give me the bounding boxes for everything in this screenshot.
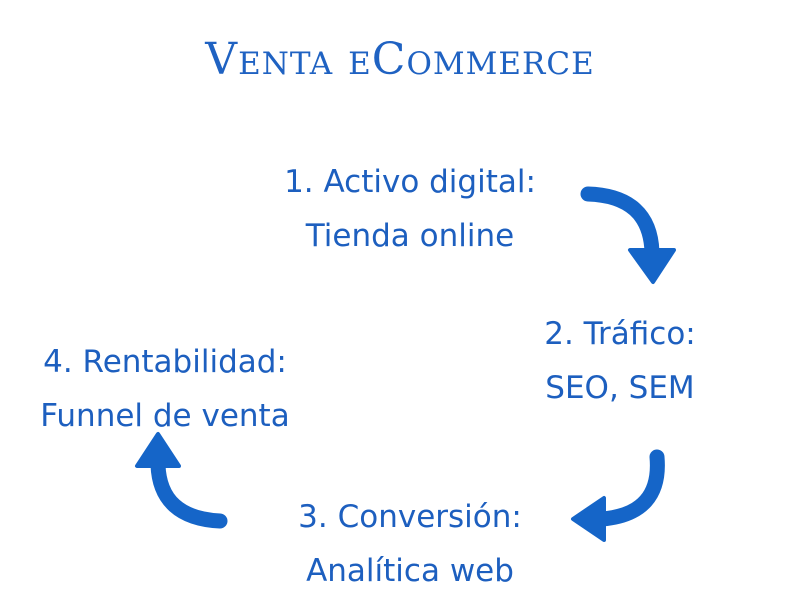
- curved-arrow-icon: [135, 432, 228, 529]
- curved-arrow-icon: [580, 186, 676, 284]
- step-3-conversion: 3. Conversión: Analítica web: [240, 490, 580, 598]
- step-4-detail: Funnel de venta: [40, 398, 290, 434]
- diagram-title: Venta eCommerce: [205, 34, 595, 85]
- step-4-heading: 4. Rentabilidad:: [43, 344, 287, 380]
- step-4-rentabilidad: 4. Rentabilidad: Funnel de venta: [0, 335, 330, 443]
- curved-arrow-icon: [571, 449, 665, 542]
- step-1-detail: Tienda online: [305, 218, 515, 254]
- step-2-heading: 2. Tráfico:: [544, 316, 696, 352]
- step-3-detail: Analítica web: [306, 553, 514, 589]
- step-2-detail: SEO, SEM: [545, 370, 695, 406]
- step-1-heading: 1. Activo digital:: [284, 164, 536, 200]
- step-2-trafico: 2. Tráfico: SEO, SEM: [490, 307, 750, 415]
- step-1-activo-digital: 1. Activo digital: Tienda online: [235, 155, 585, 263]
- step-3-heading: 3. Conversión:: [298, 499, 522, 535]
